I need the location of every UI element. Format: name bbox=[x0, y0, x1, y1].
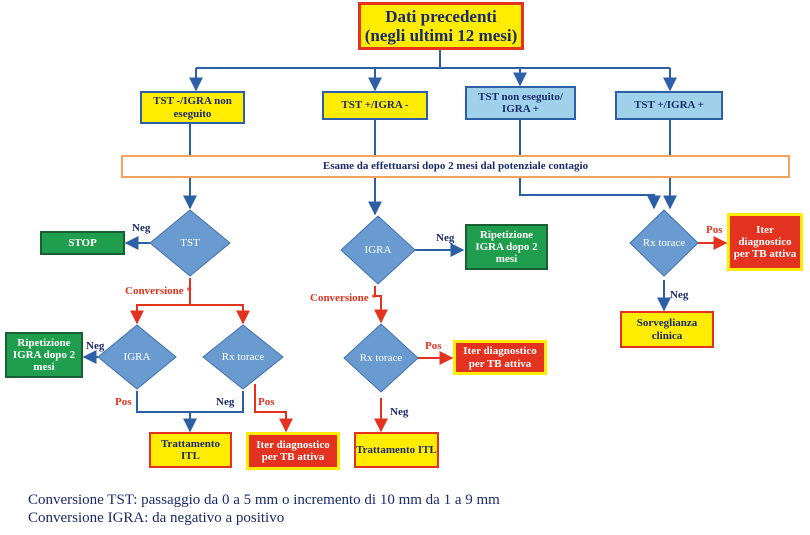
trattamento-mid-box: Trattamento ITL bbox=[354, 432, 439, 468]
ripetizione-mid-box: Ripetizione IGRA dopo 2 mesi bbox=[465, 224, 548, 270]
ripetizione-left-box: Ripetizione IGRA dopo 2 mesi bbox=[5, 332, 83, 378]
edge-label-rx-left-pos: Pos bbox=[258, 396, 275, 408]
diamond-rx-right bbox=[629, 209, 699, 277]
exam-timing-box: Esame da effettuarsi dopo 2 mesi dal pot… bbox=[121, 155, 790, 178]
diamond-igra-left bbox=[97, 324, 177, 390]
decision-diamonds bbox=[97, 209, 699, 393]
diamond-tst bbox=[149, 209, 231, 277]
edge-label-rx-right-pos: Pos bbox=[706, 224, 723, 236]
iter-right-box: Iter diagnostico per TB attiva bbox=[727, 213, 803, 271]
top-branch-arrows bbox=[189, 50, 677, 92]
diamond-rx-right-label: Rx torace bbox=[642, 237, 686, 249]
edge-label-igra-mid-neg: Neg bbox=[436, 232, 455, 244]
right-branch-arrows bbox=[657, 236, 728, 312]
stop-box: STOP bbox=[40, 231, 125, 255]
diamond-igra-left-label: IGRA bbox=[123, 351, 151, 363]
category-tst-not-done-igra-pos: TST non eseguito/ IGRA + bbox=[465, 86, 576, 120]
edge-label-igra-left-neg: Neg bbox=[86, 340, 105, 352]
edge-label-tst-conversione: Conversione * bbox=[125, 285, 192, 297]
footer-line1: Conversione TST: passaggio da 0 a 5 mm o… bbox=[28, 492, 500, 508]
title-line1: Dati precedenti bbox=[385, 6, 497, 26]
title-box: Dati precedenti (negli ultimi 12 mesi) bbox=[358, 2, 524, 50]
edge-label-tst-neg: Neg bbox=[132, 222, 151, 234]
edge-label-rx-mid-neg: Neg bbox=[390, 406, 409, 418]
iter-left-box: Iter diagnostico per TB attiva bbox=[246, 432, 340, 470]
middle-branch-arrows bbox=[374, 243, 465, 433]
diamond-igra-mid-label: IGRA bbox=[364, 244, 392, 256]
edge-label-igra-mid-conversione: Conversione * bbox=[310, 292, 377, 304]
diamond-rx-left-label: Rx torace bbox=[221, 351, 265, 363]
diamond-rx-mid bbox=[343, 323, 419, 393]
footer-line2: Conversione IGRA: da negativo a positivo bbox=[28, 510, 285, 526]
sorveglianza-box: Sorveglianza clinica bbox=[620, 311, 714, 348]
diamond-igra-mid bbox=[340, 215, 416, 285]
left-branch-arrows bbox=[82, 236, 293, 433]
edge-label-rx-left-neg: Neg bbox=[216, 396, 235, 408]
category-to-exam-arrows bbox=[189, 120, 671, 155]
edge-label-rx-mid-pos: Pos bbox=[425, 340, 442, 352]
edge-label-rx-right-neg: Neg bbox=[670, 289, 689, 301]
trattamento-left-box: Trattamento ITL bbox=[149, 432, 232, 468]
category-tst-pos-igra-neg: TST +/IGRA - bbox=[322, 91, 428, 120]
exam-to-diamond-arrows bbox=[183, 178, 677, 216]
diamond-rx-left bbox=[202, 324, 284, 390]
category-tst-pos-igra-pos: TST +/IGRA + bbox=[615, 91, 723, 120]
category-tst-neg: TST -/IGRA non eseguito bbox=[140, 91, 245, 124]
iter-mid-box: Iter diagnostico per TB attiva bbox=[453, 340, 547, 375]
edge-label-igra-left-pos: Pos bbox=[115, 396, 132, 408]
diamond-tst-label: TST bbox=[180, 237, 200, 249]
title-line2: (negli ultimi 12 mesi) bbox=[364, 26, 518, 45]
diamond-rx-mid-label: Rx torace bbox=[359, 352, 403, 364]
